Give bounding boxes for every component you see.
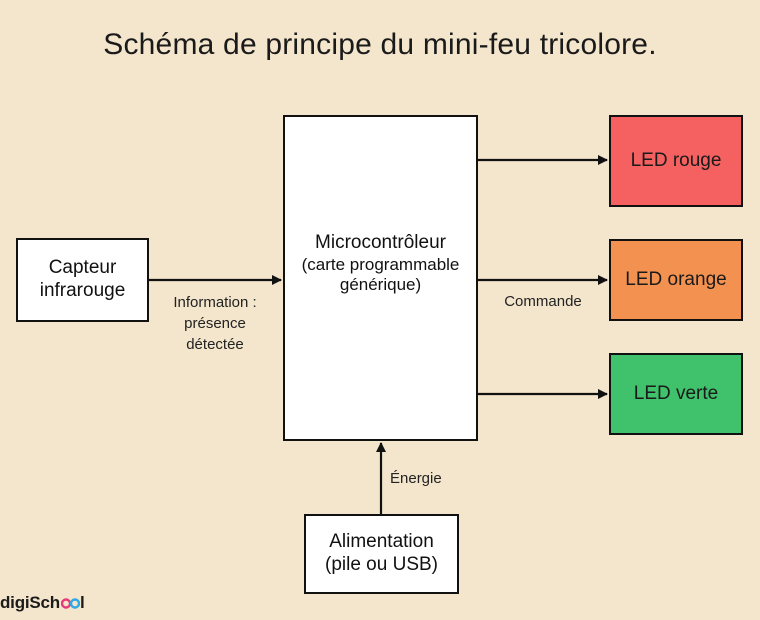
block-capteur-line-2: infrarouge [39, 280, 126, 301]
block-micro-line-1: Microcontrôleur [315, 232, 446, 254]
block-micro-line-3: générique) [339, 275, 422, 295]
label-info-line-2: présence [184, 315, 246, 332]
block-capteur-infrarouge: Capteur infrarouge [16, 238, 149, 322]
block-micro-line-2: (carte programmable [301, 255, 460, 274]
arrow-label-information: Information : présence détectée [152, 292, 278, 355]
block-led-rouge: LED rouge [609, 115, 743, 207]
logo-rings-icon [60, 598, 80, 609]
arrow-label-commande: Commande [504, 293, 582, 310]
block-capteur-line-1: Capteur [48, 257, 117, 279]
logo-text-suffix: l [80, 593, 85, 612]
logo-text-prefix: digiSch [0, 593, 60, 612]
label-info-line-1: Information : [173, 294, 257, 311]
arrow-label-energie: Énergie [390, 470, 442, 487]
block-microcontroleur: Microcontrôleur (carte programmable géné… [283, 115, 478, 441]
digischool-logo: digiSch l [0, 593, 85, 613]
block-alim-line-1: Alimentation [329, 531, 434, 553]
label-info-line-3: détectée [186, 336, 244, 353]
page-title: Schéma de principe du mini-feu tricolore… [103, 28, 657, 61]
block-led-orange: LED orange [609, 239, 743, 321]
block-led-verte: LED verte [609, 353, 743, 435]
block-alimentation: Alimentation (pile ou USB) [304, 514, 459, 594]
block-alim-line-2: (pile ou USB) [325, 554, 438, 575]
